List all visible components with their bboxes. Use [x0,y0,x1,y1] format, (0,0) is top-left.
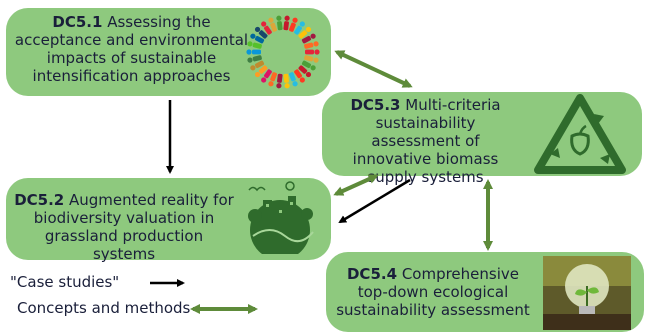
person-figure [268,17,278,32]
person-figure [304,41,319,49]
arrow-dc51-dc53 [334,50,413,88]
person-figure [254,26,268,39]
person-figure [298,26,312,39]
dc53-code: DC5.3 [350,96,401,114]
person-figure [298,65,312,78]
dc51-text: DC5.1 Assessing the acceptance and envir… [14,13,249,85]
arrow-dc53-to-dc52 [338,178,411,224]
person-figure [288,72,298,87]
dc52-title: Augmented reality for biodiversity valua… [33,191,234,263]
person-figure [276,15,283,31]
dc52-text: DC5.2 Augmented reality for biodiversity… [14,191,234,263]
people-circle-icon [246,15,320,89]
dc51-box [6,8,331,96]
lightbulb-plant-icon [543,256,631,330]
green-city-icon [248,181,314,254]
person-figure [288,17,298,32]
legend-case-studies: "Case studies" [10,273,120,291]
person-figure [305,49,320,55]
dc53-title: Multi-criteria sustainability assessment… [352,96,501,186]
person-figure [276,73,283,89]
person-figure [261,21,272,35]
person-figure [294,21,305,35]
dc54-text: DC5.4 Comprehensive top-down ecological … [333,265,533,319]
person-figure [294,69,305,83]
dc53-text: DC5.3 Multi-criteria sustainability asse… [338,96,513,186]
person-figure [247,55,262,63]
person-figure [268,72,278,87]
arrow-dc52-dc53 [333,174,379,196]
dc54-code: DC5.4 [346,265,398,283]
person-figure [261,69,272,83]
person-figure [283,15,290,31]
person-figure [254,65,268,78]
dc51-code: DC5.1 [52,13,103,31]
person-figure [301,33,316,44]
person-figure [283,73,290,89]
person-figure [250,33,265,44]
person-figure [250,60,265,71]
person-figure [246,49,261,55]
person-figure [304,55,319,63]
legend-concepts: Concepts and methods [17,299,191,317]
dc52-code: DC5.2 [14,191,65,209]
dc51-title: Assessing the acceptance and environment… [14,13,249,85]
person-figure [301,60,316,71]
person-figure [247,41,262,49]
recycle-apple-icon [534,94,626,174]
dc54-title: Comprehensive top-down ecological sustai… [336,265,530,319]
